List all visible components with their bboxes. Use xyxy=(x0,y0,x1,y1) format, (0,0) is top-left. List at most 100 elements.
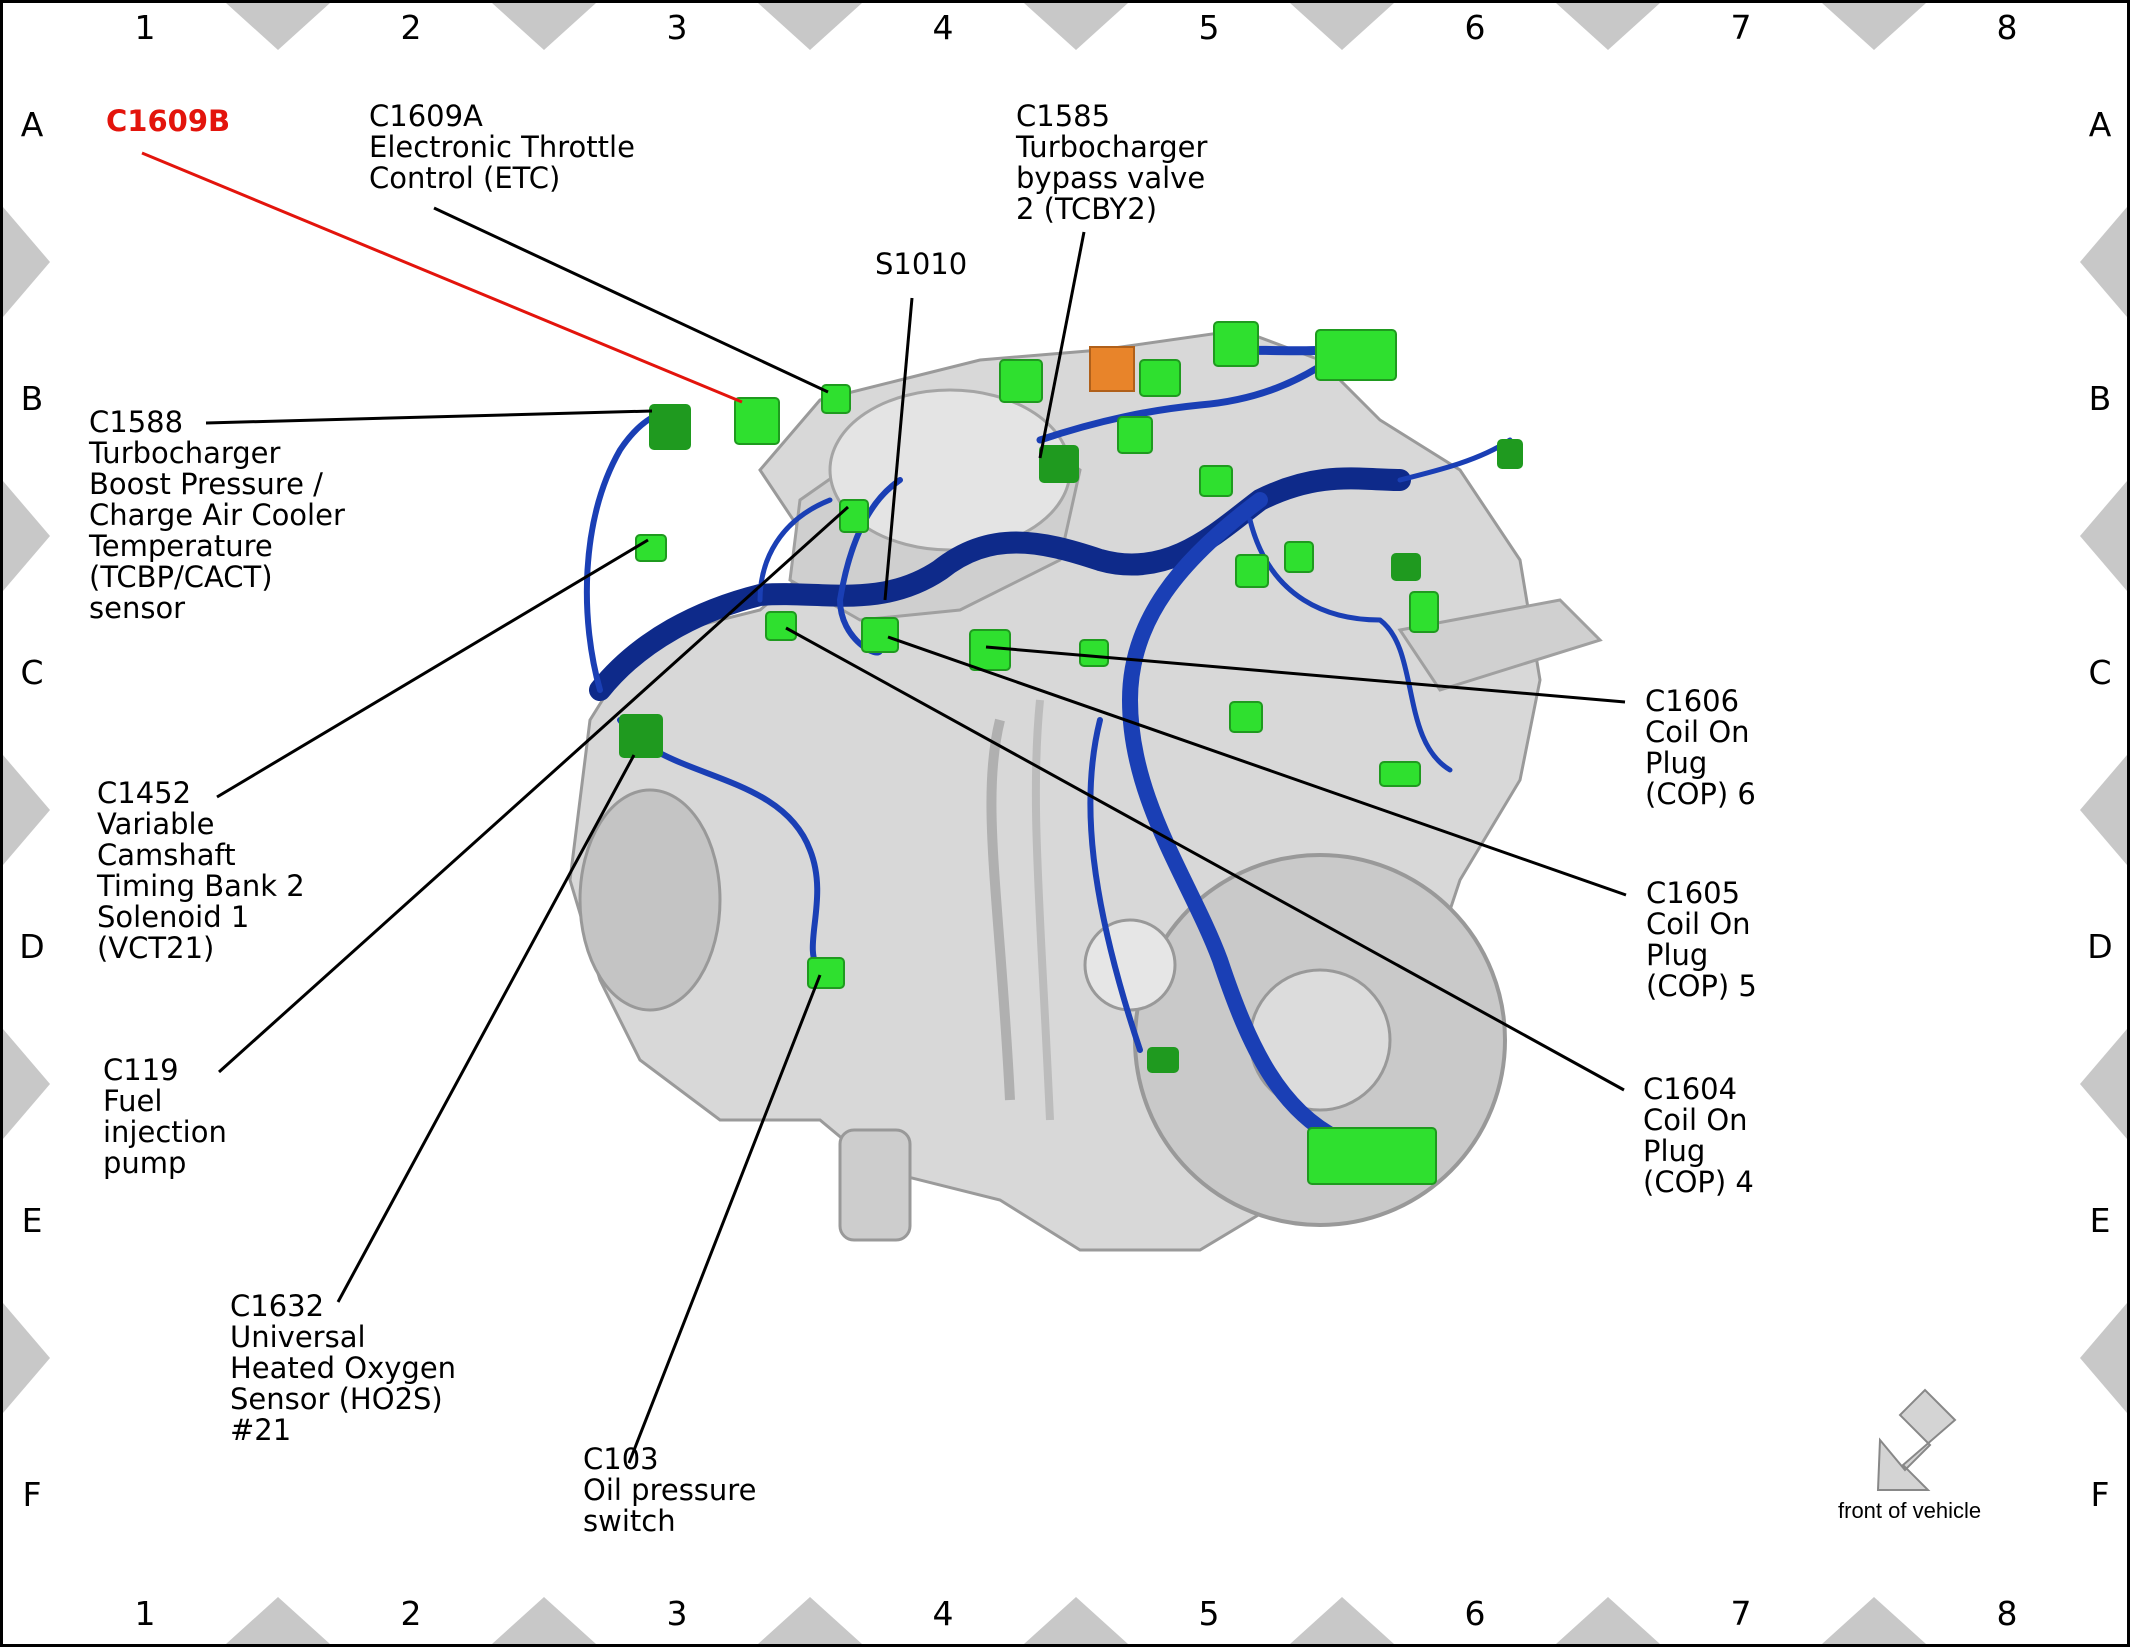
main-harness-trunk xyxy=(589,467,1411,701)
connector-19 xyxy=(1284,541,1314,573)
grid-marker-right-0 xyxy=(2080,207,2127,317)
grid-marker-bottom-1 xyxy=(492,1597,596,1644)
callout-line: Coil On xyxy=(1643,1103,1748,1137)
connector-0 xyxy=(649,404,691,450)
leader-line-c1606 xyxy=(985,645,1626,704)
connector-1 xyxy=(734,397,780,445)
callout-line: C1588 xyxy=(89,405,184,439)
coolant-pipe-shape-2 xyxy=(1031,699,1054,1121)
grid-column-label-bottom-1: 1 xyxy=(134,1594,156,1633)
callout-line: Coil On xyxy=(1645,715,1750,749)
coolant-pipe-shape xyxy=(986,718,1015,1101)
grid-marker-left-3 xyxy=(3,1029,50,1139)
leader-line-c1632 xyxy=(336,754,636,1303)
grid-row-label-right-C: C xyxy=(2088,653,2112,692)
callout-line: Camshaft xyxy=(97,838,236,872)
callout-line: Timing Bank 2 xyxy=(97,869,305,903)
connector-25 xyxy=(1147,1047,1179,1073)
leader-line-c1605 xyxy=(887,635,1627,897)
callout-line: (COP) 4 xyxy=(1643,1165,1754,1199)
callout-line: C119 xyxy=(103,1053,179,1087)
grid-column-label-bottom-6: 6 xyxy=(1464,1594,1486,1633)
grid-column-label-bottom-8: 8 xyxy=(1996,1594,2018,1633)
callout-line: Solenoid 1 xyxy=(97,900,250,934)
leader-line-s1010 xyxy=(883,297,914,601)
callout-line: #21 xyxy=(230,1413,292,1447)
connector-13 xyxy=(1213,321,1259,367)
callout-line: C1452 xyxy=(97,776,192,810)
callout-line: Coil On xyxy=(1646,907,1751,941)
callout-s1010: S1010 xyxy=(875,249,967,280)
grid-marker-right-4 xyxy=(2080,1303,2127,1413)
connector-26 xyxy=(1307,1127,1437,1185)
callout-line: Control (ETC) xyxy=(369,161,561,195)
grid-row-label-left-C: C xyxy=(20,653,44,692)
callout-line: injection xyxy=(103,1115,227,1149)
exhaust-pipes-shape xyxy=(1397,598,1603,692)
grid-row-label-right-F: F xyxy=(2090,1475,2110,1514)
callout-line: Oil pressure xyxy=(583,1473,757,1507)
callout-line: (TCBP/CACT) xyxy=(89,560,273,594)
connector-12 xyxy=(1139,359,1181,397)
callout-line: Temperature xyxy=(89,529,273,563)
connector-22 xyxy=(1229,701,1263,733)
harness-branch-top xyxy=(1036,356,1334,444)
harness-branch-left-down xyxy=(617,717,823,973)
connector-21 xyxy=(1409,591,1439,633)
grid-marker-top-1 xyxy=(492,3,596,50)
grid-column-label-top-4: 4 xyxy=(932,8,954,47)
leader-line-c1609b xyxy=(141,151,743,404)
grid-marker-left-0 xyxy=(3,207,50,317)
callout-line: Plug xyxy=(1646,938,1709,972)
connector-17 xyxy=(1199,465,1233,497)
grid-column-label-top-2: 2 xyxy=(400,8,422,47)
grid-marker-top-2 xyxy=(758,3,862,50)
callout-line: 2 (TCBY2) xyxy=(1016,192,1158,226)
oil-filter-shape xyxy=(838,1128,912,1242)
harness-branch-lower-center xyxy=(1087,717,1143,1053)
grid-column-label-top-1: 1 xyxy=(134,8,156,47)
callout-line: C103 xyxy=(583,1442,659,1476)
grid-edge-markers xyxy=(3,3,2127,1644)
grid-marker-top-4 xyxy=(1290,3,1394,50)
callout-line: Universal xyxy=(230,1320,366,1354)
leader-line-c1604 xyxy=(785,626,1625,1092)
grid-marker-top-3 xyxy=(1024,3,1128,50)
callout-line: switch xyxy=(583,1504,676,1538)
grid-column-label-bottom-2: 2 xyxy=(400,1594,422,1633)
callout-line: Turbocharger xyxy=(89,436,281,470)
grid-marker-right-3 xyxy=(2080,1029,2127,1139)
grid-marker-left-1 xyxy=(3,481,50,591)
grid-marker-right-1 xyxy=(2080,481,2127,591)
callout-line: (COP) 6 xyxy=(1645,777,1756,811)
callout-line: S1010 xyxy=(875,247,968,281)
callout-line: C1605 xyxy=(1646,876,1741,910)
harness-branch-right-down xyxy=(1122,492,1348,1148)
grid-marker-bottom-6 xyxy=(1822,1597,1926,1644)
grid-row-label-left-F: F xyxy=(22,1475,42,1514)
bypass-valve-block xyxy=(1089,346,1135,392)
connector-23 xyxy=(1379,761,1421,787)
connector-14 xyxy=(1315,329,1397,381)
grid-row-label-left-A: A xyxy=(20,105,44,144)
callout-line: C1585 xyxy=(1016,99,1111,133)
connector-8 xyxy=(807,957,845,989)
connector-11 xyxy=(1117,416,1153,454)
connector-4 xyxy=(635,534,667,562)
grid-column-label-bottom-4: 4 xyxy=(932,1594,954,1633)
callout-line: C1632 xyxy=(230,1289,325,1323)
grid-marker-top-6 xyxy=(1822,3,1926,50)
connector-3 xyxy=(839,499,869,533)
callout-line: C1609A xyxy=(369,99,483,133)
leader-line-c119 xyxy=(217,505,850,1074)
connector-7 xyxy=(861,617,899,653)
connectors xyxy=(619,321,1523,1185)
grid-column-label-top-8: 8 xyxy=(1996,8,2018,47)
